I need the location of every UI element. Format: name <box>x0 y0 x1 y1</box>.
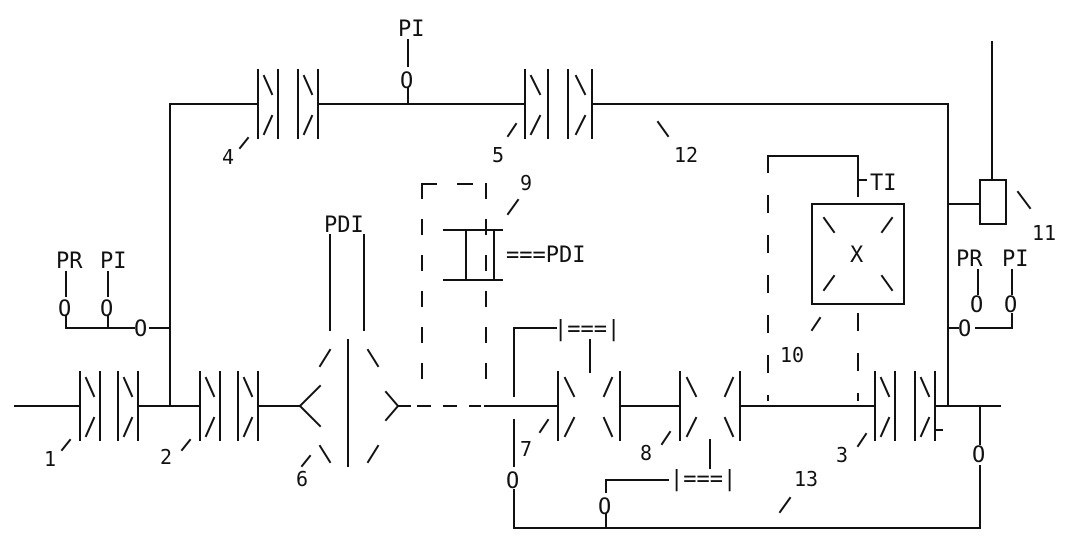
number-1: 1 <box>44 447 56 471</box>
right-tap-gauge: O <box>958 317 971 342</box>
pi-top-label: PI <box>398 17 425 42</box>
heater-x-label: X <box>850 243 864 268</box>
valve-5 <box>506 69 593 139</box>
number-5: 5 <box>492 143 504 167</box>
component-9 <box>443 198 520 281</box>
number-9: 9 <box>520 171 532 195</box>
pi-left-label: PI <box>100 249 127 274</box>
number-10: 10 <box>780 343 804 367</box>
valve-3 <box>856 371 943 448</box>
number-2: 2 <box>160 445 172 469</box>
valve-7 <box>538 371 621 441</box>
valve-8 <box>660 371 741 446</box>
valve-1 <box>60 371 139 452</box>
control-lower-label: |===| <box>670 467 736 492</box>
number-13: 13 <box>794 467 818 491</box>
number-6: 6 <box>296 467 308 491</box>
bypass-pipe <box>169 103 949 407</box>
line-13-gauge-left: O <box>506 469 519 494</box>
number-8: 8 <box>640 441 652 465</box>
instrument-labels: PI O PDI ===PDI TI X PR PI O O O PR PI O… <box>56 17 1029 520</box>
pi-left-gauge: O <box>100 297 113 322</box>
pdi-9-label: ===PDI <box>506 243 585 268</box>
ti-label: TI <box>870 171 897 196</box>
number-7: 7 <box>520 437 532 461</box>
line-13-gauge-right: O <box>972 443 985 468</box>
pdi-6-label: PDI <box>324 213 364 238</box>
pr-left-gauge: O <box>58 297 71 322</box>
valve-2 <box>180 371 259 452</box>
valve-4 <box>238 69 319 150</box>
left-tap-gauge: O <box>134 317 147 342</box>
component-10 <box>767 155 905 332</box>
number-11: 11 <box>1032 221 1056 245</box>
pi-right-label: PI <box>1002 247 1029 272</box>
pr-right-gauge: O <box>970 293 983 318</box>
number-3: 3 <box>836 443 848 467</box>
line-13-gauge-mid: O <box>598 495 611 520</box>
filter-6 <box>298 234 400 468</box>
component-11 <box>947 41 1032 225</box>
component-9-enclosure <box>421 183 487 401</box>
pr-left-label: PR <box>56 249 83 274</box>
control-upper-label: |===| <box>554 317 620 342</box>
number-4: 4 <box>222 145 234 169</box>
component-numbers: 1 2 3 4 5 6 7 8 9 10 11 12 13 <box>44 143 1056 491</box>
pi-top-gauge: O <box>400 69 413 94</box>
component-10-enclosure <box>767 155 859 401</box>
pr-right-label: PR <box>956 247 983 272</box>
instrument-connections <box>65 39 1013 529</box>
pi-right-gauge: O <box>1004 293 1017 318</box>
number-12: 12 <box>674 143 698 167</box>
